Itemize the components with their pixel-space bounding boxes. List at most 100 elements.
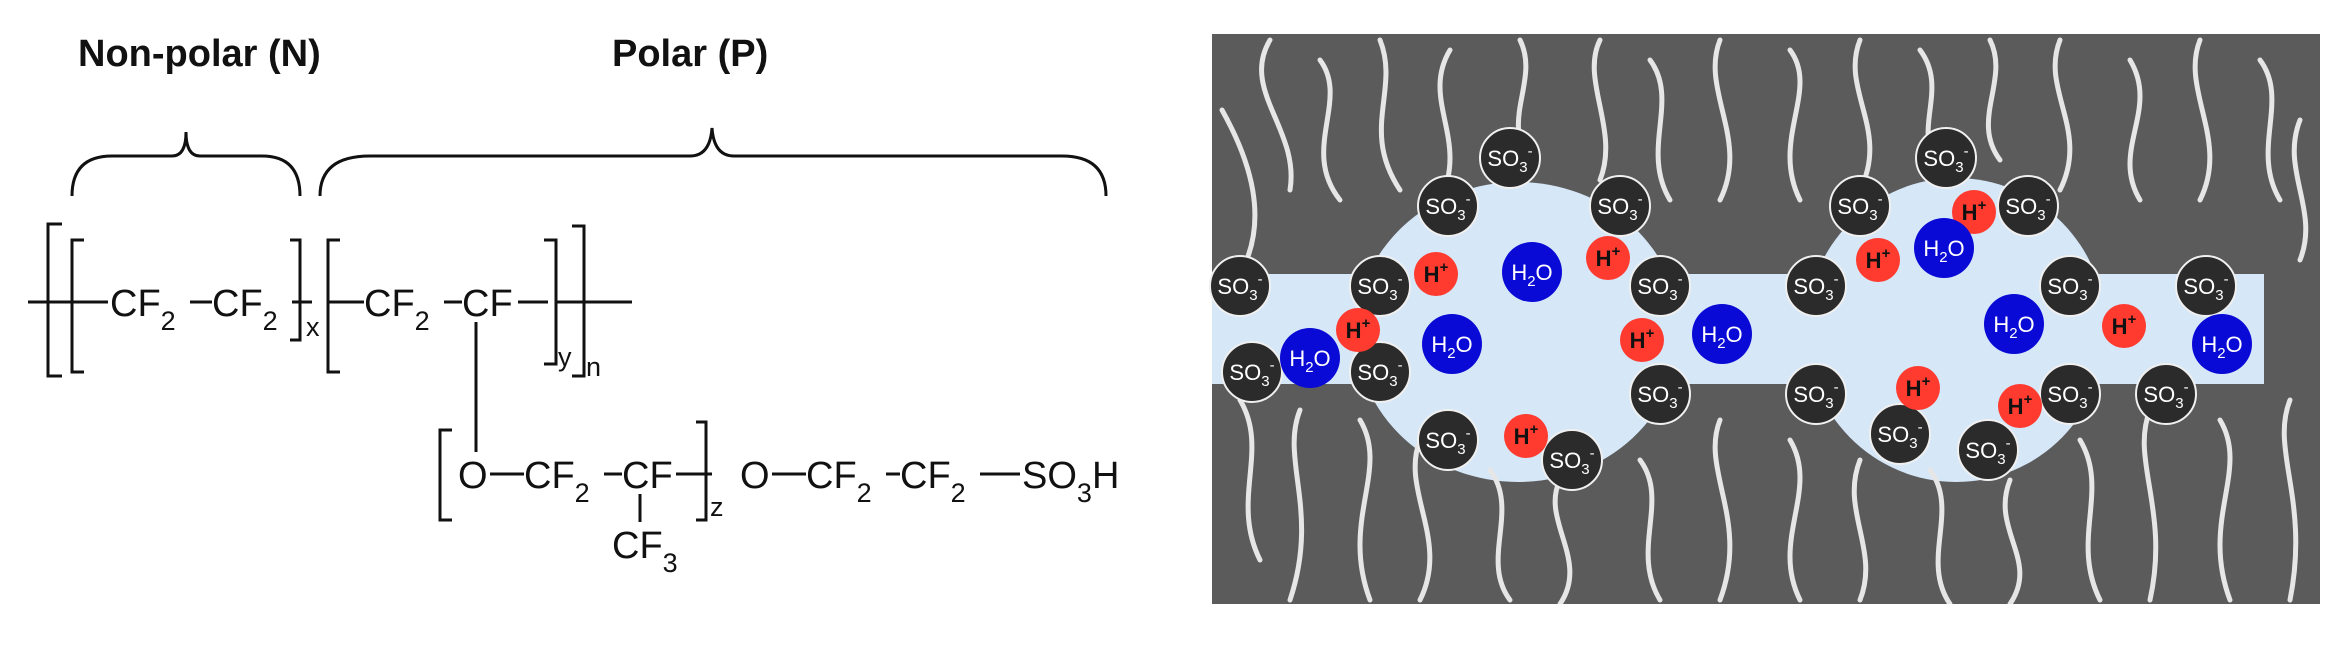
membrane-panel: SO3- SO3- SO3- SO3- SO3- SO3- SO3- SO3- SO3- SO3-…: [1209, 34, 2320, 604]
svg-text:SO3-: SO3-: [1357, 357, 1402, 390]
svg-text:SO3-: SO3-: [1793, 379, 1838, 412]
polymer-chain-10: [1787, 47, 1803, 203]
svg-text:H+: H+: [1346, 315, 1371, 343]
svg-text:SO3-: SO3-: [1837, 191, 1882, 224]
polymer-chain-14: [2052, 37, 2073, 193]
cf2-unit-4: CF2: [524, 455, 590, 508]
sulfonate-21: SO3-: [2175, 255, 2237, 317]
svg-text:SO3-: SO3-: [1793, 271, 1838, 304]
polymer-chain-16: [2192, 37, 2213, 203]
svg-text:H+: H+: [1906, 373, 1931, 401]
svg-text:SO3-: SO3-: [1425, 425, 1470, 458]
water-4: H2O: [1280, 328, 1340, 388]
sulfonate-7: SO3-: [1589, 175, 1651, 237]
ether-oxygen-1: O: [458, 455, 488, 497]
water-6: H2O: [1984, 294, 2044, 354]
sulfonate-16: SO3-: [1997, 175, 2059, 237]
polymer-chain-24: [1552, 477, 1573, 604]
sulfonic-acid-group: SO3H: [1022, 455, 1119, 508]
svg-text:SO3-: SO3-: [1597, 191, 1642, 224]
svg-text:SO3-: SO3-: [1923, 143, 1968, 176]
svg-text:SO3-: SO3-: [1637, 379, 1682, 412]
polymer-chain-32: [2141, 407, 2159, 603]
cf2-unit-1: CF2: [110, 283, 176, 336]
proton-5: H+: [1504, 414, 1548, 458]
polymer-chain-8: [1647, 57, 1673, 203]
svg-text:SO3-: SO3-: [2047, 271, 2092, 304]
sulfonate-12: SO3-: [1785, 255, 1847, 317]
svg-text:H+: H+: [2008, 391, 2033, 419]
proton-6: H+: [1952, 190, 1996, 234]
svg-text:H+: H+: [1514, 421, 1539, 449]
inner-left-bracket-x: [70, 238, 84, 374]
polymer-chain-17: [2257, 57, 2283, 203]
polymer-chain-9: [1712, 37, 1733, 203]
proton-8: H+: [1896, 366, 1940, 410]
water-2: H2O: [1422, 314, 1482, 374]
svg-text:SO3-: SO3-: [1549, 445, 1594, 478]
proton-1: H+: [1414, 252, 1458, 296]
svg-text:H+: H+: [1424, 259, 1449, 287]
sulfonate-10: SO3-: [1417, 409, 1479, 471]
polymer-chain-15: [2127, 57, 2143, 203]
svg-text:H2O: H2O: [1511, 260, 1552, 290]
repeat-x: x: [306, 312, 320, 342]
svg-text:SO3-: SO3-: [1357, 271, 1402, 304]
svg-text:SO3-: SO3-: [1425, 191, 1470, 224]
cf2-unit-6: CF2: [900, 455, 966, 508]
sulfonate-14: SO3-: [1785, 363, 1847, 425]
proton-3: H+: [1336, 308, 1380, 352]
polar-header: Polar (P): [612, 33, 768, 75]
polymer-chain-34: [2281, 397, 2299, 603]
inner-left-bracket-y: [326, 238, 340, 374]
proton-9: H+: [1998, 384, 2042, 428]
svg-text:H2O: H2O: [1993, 312, 2034, 342]
sulfonate-11: SO3-: [1541, 429, 1603, 491]
ionic-species: SO3- SO3- SO3- SO3- SO3- SO3- SO3- SO3- SO3- SO3-…: [1209, 127, 2252, 491]
polymer-chain-3: [1317, 57, 1343, 203]
sulfonate-20: SO3-: [2039, 363, 2101, 425]
proton-7: H+: [1856, 238, 1900, 282]
polymer-chain-7: [1591, 37, 1609, 183]
polymer-chain-23: [1487, 467, 1513, 603]
cf-branch-unit: CF: [462, 283, 513, 325]
sulfonate-18: SO3-: [1957, 419, 2019, 481]
polymer-chain-20: [1287, 407, 1305, 603]
sulfonate-3: SO3-: [1349, 255, 1411, 317]
polymer-chain-18: [2291, 117, 2309, 263]
side-right-bracket-z: [696, 420, 708, 522]
cf-unit-side: CF: [622, 455, 673, 497]
cf2-unit-2: CF2: [212, 283, 278, 336]
polymer-chain-31: [2077, 437, 2103, 603]
polymer-chain-22: [1412, 437, 1433, 603]
ether-oxygen-2: O: [740, 455, 770, 497]
polymer-chain-26: [1712, 417, 1733, 603]
side-left-bracket-z: [438, 428, 452, 522]
svg-text:SO3-: SO3-: [2183, 271, 2228, 304]
proton-10: H+: [2102, 304, 2146, 348]
polymer-chain-29: [1927, 467, 1953, 604]
proton-4: H+: [1620, 318, 1664, 362]
repeat-n: n: [586, 352, 601, 382]
sulfonate-6: SO3-: [1417, 175, 1479, 237]
sulfonate-15: SO3-: [1915, 127, 1977, 189]
sulfonate-9: SO3-: [1629, 363, 1691, 425]
svg-text:H2O: H2O: [1701, 322, 1742, 352]
polar-brace: [318, 127, 1108, 197]
polymer-chain-30: [2002, 477, 2023, 604]
svg-text:H+: H+: [2112, 311, 2137, 339]
svg-text:H+: H+: [1630, 325, 1655, 353]
nonpolar-header: Non-polar (N): [78, 33, 321, 75]
cf2-unit-3: CF2: [364, 283, 430, 336]
polymer-chain-11: [1852, 37, 1873, 193]
polymer-chain-28: [1851, 457, 1869, 603]
svg-text:H+: H+: [1962, 197, 1987, 225]
nonpolar-brace: [70, 131, 302, 197]
svg-text:SO3-: SO3-: [1965, 435, 2010, 468]
proton-2: H+: [1586, 236, 1630, 280]
svg-text:SO3-: SO3-: [1217, 271, 1262, 304]
svg-text:SO3-: SO3-: [2005, 191, 2050, 224]
repeat-y: y: [558, 342, 572, 372]
polymer-chain-19: [1237, 397, 1263, 563]
